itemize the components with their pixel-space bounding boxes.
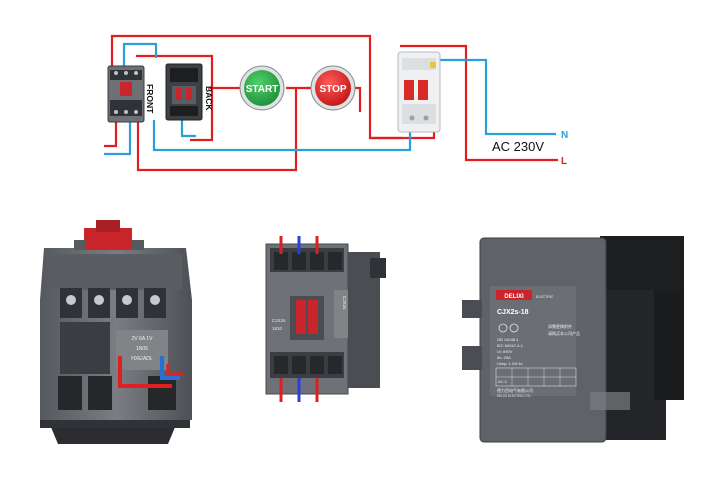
live-wire-front-down	[104, 118, 118, 148]
side-photo-model-sub: 1810	[272, 326, 283, 331]
back-photo-brand-sub: ELECTRIC	[536, 295, 554, 299]
live-wire-supply	[400, 44, 558, 162]
stop-button-diagram	[310, 65, 356, 111]
back-photo-footer: 德力西电气有限公司	[497, 387, 533, 393]
side-contactor-photo	[265, 236, 386, 402]
neutral-wire-back	[180, 120, 196, 138]
side-photo-vertical-text: CJX2s	[342, 296, 347, 310]
front-contactor-diagram	[107, 65, 145, 123]
side-photo-model: CJX2s	[272, 318, 286, 323]
front-photo-blue-wire	[160, 356, 180, 380]
back-photo-spec-2: IEC 60947-4-1	[497, 343, 524, 348]
wiring-diagram: FRONT BACK START STOP	[104, 34, 568, 172]
back-photo-spec-3: Ui: 690V	[497, 349, 513, 354]
front-photo-coil-text-1: 2V 6A 1V	[132, 336, 154, 342]
start-button-diagram	[239, 65, 285, 111]
back-photo-spec-4: Ith: 25A	[497, 355, 511, 360]
live-wire-back-front	[136, 54, 214, 142]
front-photo-red-wire	[118, 356, 172, 388]
front-photo-coil-text-3: HXE/ADL	[131, 356, 153, 362]
live-wires	[104, 34, 558, 172]
back-contactor-diagram	[165, 63, 203, 121]
stop-label: STOP	[319, 84, 346, 95]
back-photo-spec-1: GB 14048.4	[497, 337, 519, 342]
neutral-wire-bottom	[152, 120, 412, 152]
neutral-label: N	[561, 130, 568, 141]
start-label: START	[246, 84, 279, 95]
live-wire-bottom	[136, 88, 298, 172]
back-contactor-photo	[462, 236, 684, 443]
neutral-wire-supply	[404, 58, 556, 136]
back-photo-footer-sub: DELIXI ELECTRIC LTD	[497, 394, 531, 398]
back-photo-model: CJX2s-18	[497, 309, 529, 316]
front-contactor-photo	[40, 220, 192, 444]
front-photo-red-wire-2	[166, 364, 184, 376]
back-label: BACK	[204, 86, 214, 111]
back-photo-brand: DELIXI	[504, 294, 524, 300]
back-photo-warning-2: 请购买本公司产品	[548, 330, 580, 336]
neutral-wires	[104, 42, 556, 156]
neutral-wire-top	[122, 42, 158, 72]
circuit-breaker-diagram	[397, 51, 441, 133]
back-photo-spec-5: Uimp: 1.2/6 kv	[497, 361, 523, 366]
back-photo-table-label: AC-3	[498, 380, 507, 384]
live-label: L	[561, 156, 567, 167]
front-label: FRONT	[145, 84, 155, 114]
back-photo-warning-1: 如需更换附件	[548, 323, 572, 329]
neutral-wire-front	[104, 118, 132, 156]
supply-voltage-label: AC 230V	[492, 139, 544, 154]
front-photo-coil-text-2: 1N05	[136, 346, 148, 352]
